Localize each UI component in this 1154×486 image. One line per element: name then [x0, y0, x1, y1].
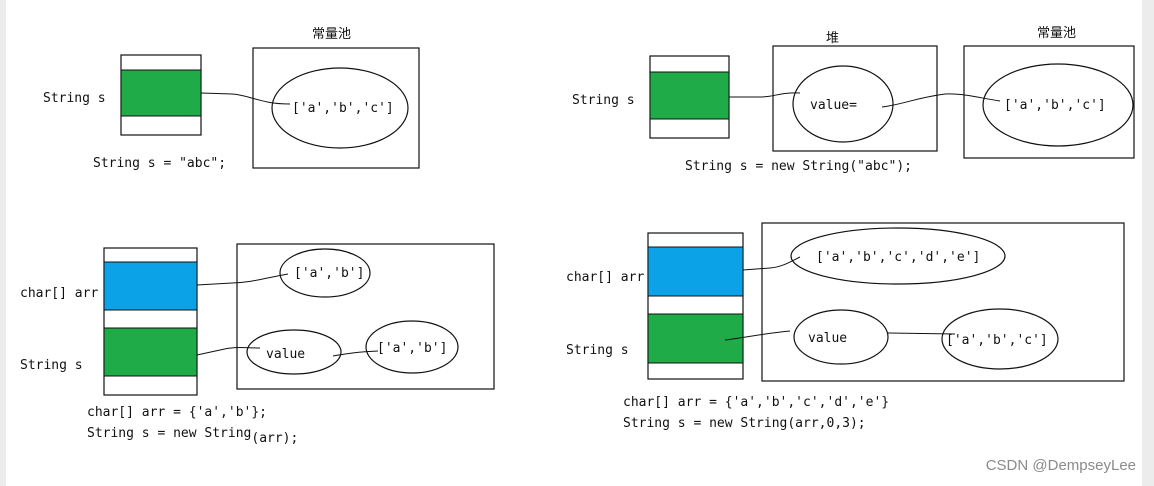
arr-reference-arrow [196, 273, 289, 286]
value-to-array-arrow [887, 332, 956, 335]
var-label-char-arr: char[] arr [566, 270, 644, 285]
heap-box [236, 243, 495, 390]
code-caption: String s = new String("abc"); [685, 159, 912, 174]
right-edge-strip [1142, 0, 1154, 486]
panel-new-string-literal: String s 堆 value= 常量池 ['a','b','c'] Stri… [572, 26, 1135, 174]
value-field: value [266, 347, 305, 362]
copied-array-ellipse [365, 320, 459, 374]
heap-box [772, 45, 938, 152]
copied-array-value: ['a','b'] [377, 341, 447, 356]
char-array-ref-cell [647, 246, 744, 297]
char-array-value: ['a','b'] [294, 266, 364, 281]
panel-new-string-subarray: char[] arr String s ['a','b','c','d','e'… [566, 222, 1125, 431]
var-label-string-s: String s [20, 358, 83, 373]
arr-reference-arrow [742, 256, 801, 271]
code-caption: String s = "abc"; [93, 156, 226, 171]
heap-string-object-ellipse [792, 65, 894, 143]
pool-char-array-value: ['a','b','c'] [1004, 98, 1106, 113]
pool-char-array-ellipse [982, 63, 1134, 147]
pool-title: 常量池 [1037, 26, 1076, 41]
string-reference-arrow [724, 330, 791, 341]
copied-array-ellipse [941, 308, 1059, 370]
var-label-string-s: String s [43, 91, 106, 106]
string-object-ellipse [793, 309, 889, 365]
code-caption-line1: char[] arr = {'a','b'}; [87, 405, 267, 420]
watermark: CSDN @DempseyLee [985, 457, 1136, 474]
string-ref-cell [649, 71, 730, 120]
heap-box [761, 222, 1125, 382]
reference-arrow [200, 92, 291, 105]
value-field: value [808, 331, 847, 346]
constant-pool-box [963, 45, 1135, 159]
copied-array-value: ['a','b','c'] [946, 333, 1048, 348]
code-caption-line2-main: String s = new String [87, 426, 251, 441]
reference-arrow-to-pool [881, 93, 1001, 108]
panel-new-string-char-array: char[] arr String s ['a','b'] value ['a'… [20, 243, 495, 446]
var-label-char-arr: char[] arr [20, 286, 98, 301]
pool-char-array-value: ['a','b','c'] [292, 101, 394, 116]
code-caption-line2: String s = new String(arr,0,3); [623, 416, 866, 431]
string-object-ellipse [246, 329, 342, 375]
heap-title: 堆 [826, 31, 839, 46]
panel-string-literal: String s 常量池 ['a','b','c'] String s = "a… [43, 27, 420, 171]
pool-title: 常量池 [312, 27, 351, 42]
value-to-array-arrow [332, 350, 379, 357]
pool-char-array-ellipse [271, 67, 409, 149]
constant-pool-box [252, 47, 420, 169]
code-caption-line2: String s = new String(arr); [87, 426, 298, 446]
char-array-ellipse [790, 227, 1006, 285]
reference-arrow-to-heap [729, 92, 801, 98]
var-label-string-s: String s [566, 343, 629, 358]
string-ref-cell [647, 313, 744, 364]
char-array-ellipse [279, 248, 371, 298]
string-reference-arrow [196, 347, 261, 356]
char-array-ref-cell [103, 261, 198, 311]
code-caption-line1: char[] arr = {'a','b','c','d','e'} [623, 395, 889, 410]
string-ref-cell [103, 327, 198, 377]
var-label-string-s: String s [572, 93, 635, 108]
left-edge-strip [0, 0, 6, 486]
char-array-value: ['a','b','c','d','e'] [816, 250, 980, 265]
code-caption-line2-arg: (arr); [251, 431, 298, 446]
heap-value-field: value= [810, 98, 857, 113]
string-ref-cell [120, 69, 202, 117]
